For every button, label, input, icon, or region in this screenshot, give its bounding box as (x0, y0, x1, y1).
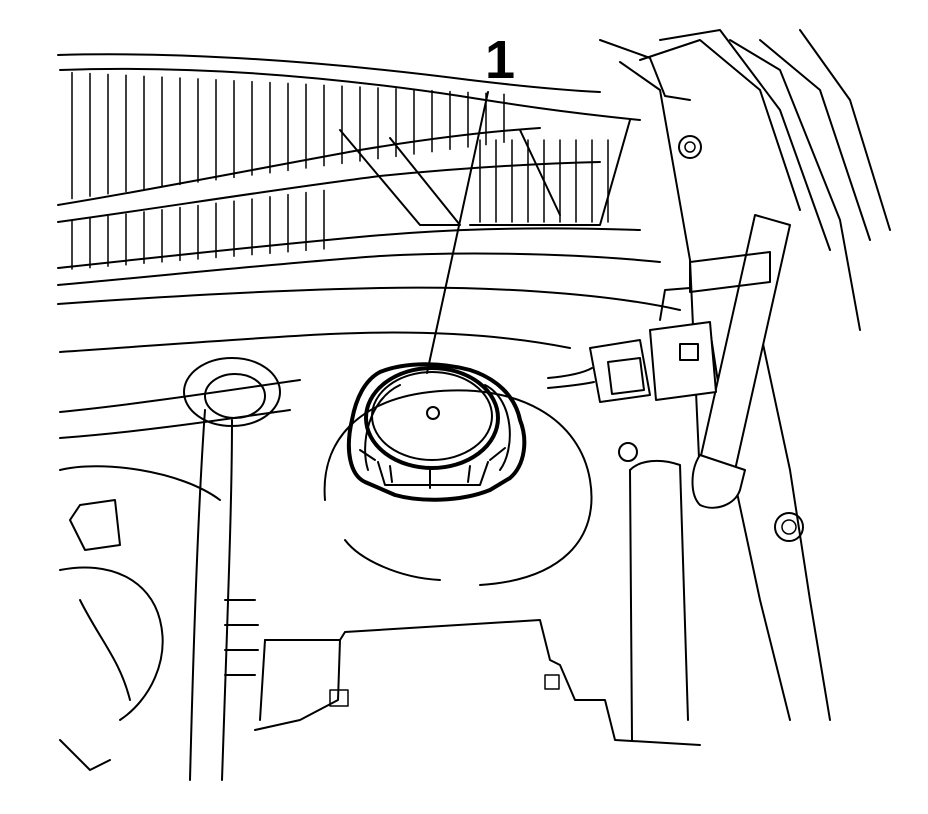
support-rod (689, 214, 791, 509)
electrical-connector (547, 287, 717, 403)
callout-leader-line (426, 91, 489, 374)
hose (183, 357, 281, 781)
callout-1: 1 (426, 30, 515, 374)
lower-left-component (59, 465, 221, 771)
callout-label: 1 (485, 30, 515, 90)
reservoir-cap (346, 362, 527, 502)
cowl-louvres (71, 71, 609, 270)
lower-housing (254, 442, 701, 746)
cowl-panel (57, 53, 681, 439)
